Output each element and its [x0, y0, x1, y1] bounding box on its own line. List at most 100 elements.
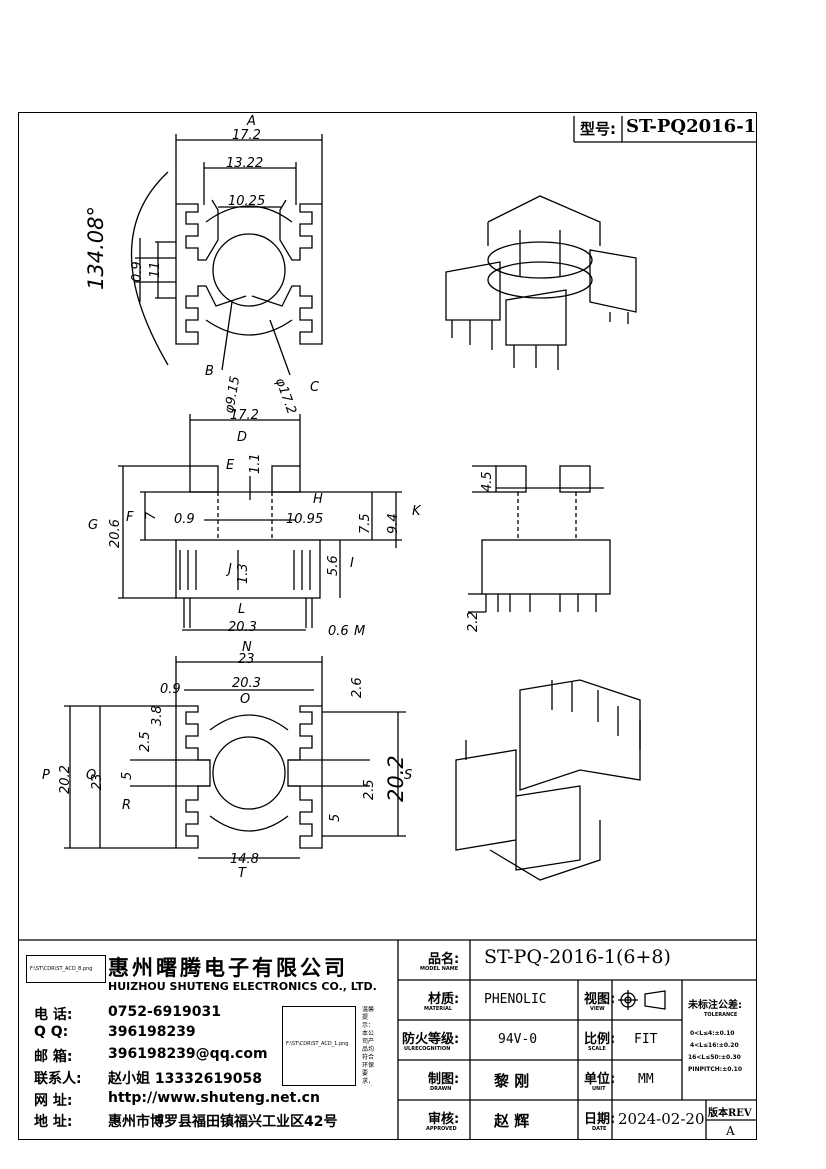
tolerance-row: 4<L≤16:±0.20: [690, 1042, 739, 1049]
dim-label: 23: [238, 652, 255, 667]
dim-label: 1.3: [236, 563, 251, 584]
dim-label: 2.5: [362, 779, 377, 800]
callout-letter: N: [242, 640, 252, 655]
model-label: 型号:: [580, 120, 616, 138]
material-value: PHENOLIC: [484, 992, 547, 1007]
callout-letter: M: [354, 624, 366, 639]
company-logo: F:\ST\CDR\ST_ACD_8.png: [26, 955, 106, 983]
callout-letter: A: [247, 114, 256, 129]
callout-letter: D: [237, 430, 248, 445]
top-view: [130, 134, 323, 376]
view-label-en: VIEW: [590, 1006, 605, 1012]
company-stamp: F:\ST\CDR\ST_ACD_1.png: [282, 1006, 356, 1086]
callout-letter: K: [412, 504, 421, 519]
contact-label: 联系人:: [34, 1071, 82, 1087]
contact-label: 电 话:: [34, 1007, 73, 1023]
dim-label: 9.4: [386, 513, 401, 534]
callout-letter: G: [88, 518, 99, 533]
material-label-en: MATERIAL: [424, 1006, 453, 1012]
tolerance-row: 16<L≤50:±0.30: [688, 1054, 741, 1061]
contact-value: 0752-6919031: [108, 1004, 221, 1020]
dim-label: 3.8: [150, 705, 165, 726]
dim-label: 10.25: [228, 194, 266, 209]
unit-label: 单位:: [584, 1072, 616, 1087]
tolerance-row: 0<L≤4:±0.10: [690, 1030, 735, 1037]
contact-value: 396198239: [108, 1024, 196, 1040]
contact-label: 地 址:: [34, 1114, 73, 1130]
dim-label: 2.6: [350, 677, 365, 698]
scale-label-en: SCALE: [588, 1046, 606, 1052]
date-label-en: DATE: [592, 1126, 607, 1132]
flame-value: 94V-0: [498, 1032, 538, 1047]
dim-label: 13.22: [226, 156, 264, 171]
dim-label: 20.3: [228, 620, 257, 635]
dim-label: 2.2: [466, 611, 481, 632]
date-label: 日期:: [584, 1112, 616, 1127]
approved-label-en: APPROVED: [426, 1126, 457, 1132]
drawn-value: 黎 刚: [494, 1072, 530, 1090]
unit-label-en: UNIT: [592, 1086, 606, 1092]
title-block-grid: [18, 116, 757, 1140]
callout-letter: J: [228, 562, 232, 577]
callout-letter: T: [238, 866, 246, 881]
side-view: [118, 414, 402, 631]
flame-label-en: ULRECOGNITION: [404, 1046, 451, 1052]
dim-label: 5: [120, 771, 135, 780]
approved-label: 审核:: [428, 1112, 460, 1127]
callout-letter: R: [122, 798, 132, 813]
dim-label-angle: 134.08°: [84, 206, 108, 290]
contact-label: Q Q:: [34, 1024, 69, 1040]
dim-label: 0.9: [130, 261, 145, 282]
scale-label: 比例:: [584, 1032, 616, 1047]
callout-letter: P: [42, 768, 50, 783]
part-name-label: 品名:: [428, 952, 460, 967]
dim-label: 2.5: [138, 731, 153, 752]
callout-letter: S: [404, 768, 413, 783]
dim-label: 11: [148, 261, 163, 278]
dim-label: 0.9: [160, 682, 181, 697]
callout-letter: C: [310, 380, 320, 395]
contact-email[interactable]: 396198239@qq.com: [108, 1046, 268, 1062]
dim-label: 7.5: [358, 513, 373, 534]
contact-label: 邮 箱:: [34, 1049, 73, 1065]
part-name: ST-PQ-2016-1(6+8): [484, 946, 671, 968]
unit-value: MM: [638, 1072, 654, 1087]
scale-value: FIT: [634, 1032, 658, 1047]
dim-label: 20.2: [58, 765, 73, 794]
callout-letter: L: [238, 602, 246, 617]
drawing-frame: [18, 112, 757, 1140]
part-name-label-en: MODEL NAME: [420, 966, 459, 972]
dim-label: 20.3: [232, 676, 261, 691]
bottom-view: [64, 656, 406, 859]
callout-letter: E: [226, 458, 235, 473]
date-value: 2024-02-20: [618, 1110, 705, 1128]
callout-letter: F: [126, 510, 134, 525]
rev-label: 版本REV: [708, 1108, 752, 1119]
dim-label: 14.8: [230, 852, 259, 867]
tolerance-label: 未标注公差:: [688, 1000, 742, 1011]
dim-label: 17.2: [232, 128, 261, 143]
tolerance-label-en: TOLERANCE: [704, 1012, 738, 1018]
dim-label: 0.9: [174, 512, 195, 527]
dim-label: 4.5: [480, 471, 495, 492]
callout-letter: H: [313, 492, 323, 507]
company-name-en: HUIZHOU SHUTENG ELECTRONICS CO., LTD.: [108, 980, 377, 993]
flame-label: 防火等级:: [402, 1032, 460, 1047]
dim-label: 17.2: [230, 408, 259, 423]
approved-value: 赵 辉: [494, 1112, 530, 1130]
website-link[interactable]: http://www.shuteng.net.cn: [108, 1090, 320, 1106]
callout-letter: B: [205, 364, 214, 379]
iso-view-bottom: [455, 679, 641, 881]
drawn-label-en: DRAWN: [430, 1086, 452, 1092]
dim-label: 1.1: [248, 453, 263, 474]
company-name-cn: 惠州曙腾电子有限公司: [108, 955, 348, 980]
side-note: 温馨提示：本公司产品均符合环保要求，欢迎来电咨询: [362, 1006, 375, 1085]
dim-label: 5.6: [326, 555, 341, 576]
dim-label: 5: [328, 813, 343, 822]
drawn-label: 制图:: [428, 1072, 460, 1087]
iso-view-top: [445, 195, 637, 370]
callout-letter: Q: [86, 768, 97, 783]
rev-value: A: [726, 1124, 735, 1138]
tolerance-row: PINPITCH:±0.10: [688, 1066, 743, 1073]
